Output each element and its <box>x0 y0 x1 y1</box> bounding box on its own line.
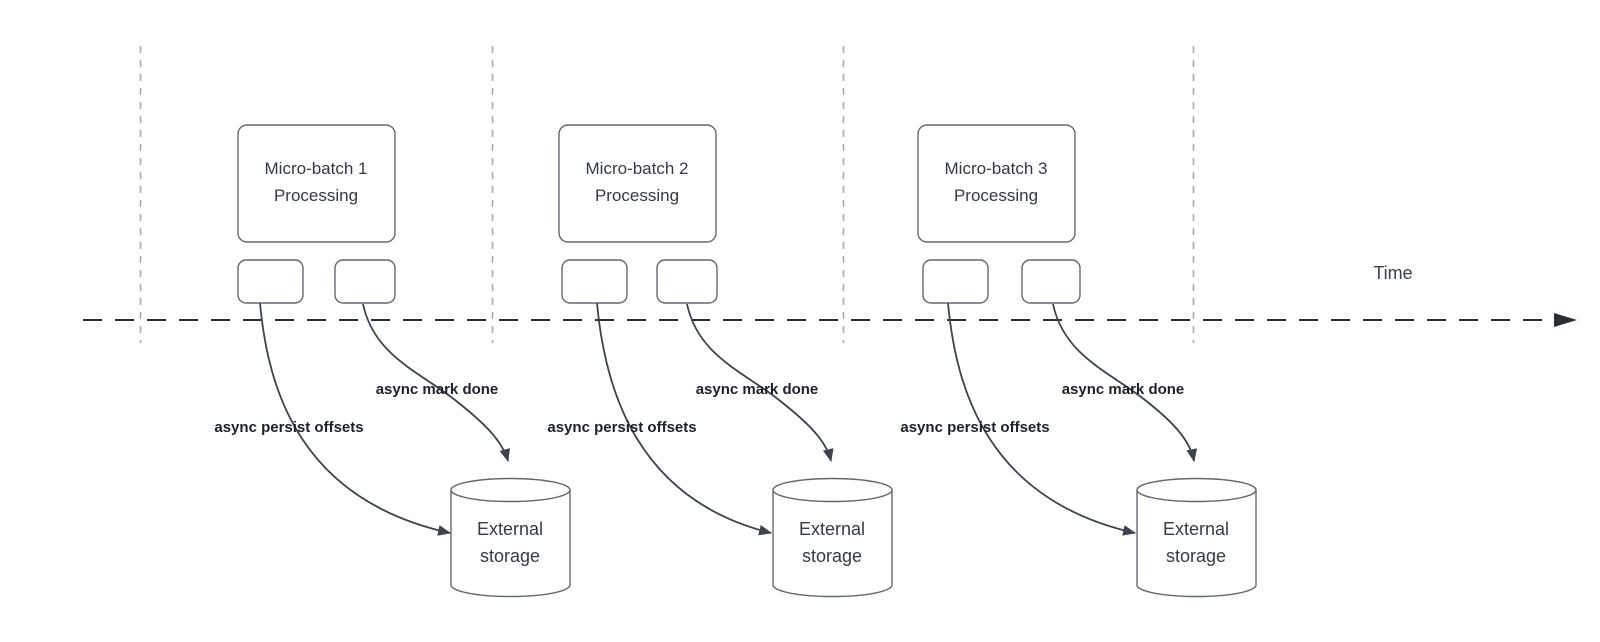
external-storage-cylinder-1: External storage <box>450 477 571 598</box>
micro-batch-group-3: Micro-batch 3 Processing async persist o… <box>900 124 1257 598</box>
micro-batch-1-title-line1: Micro-batch 1 <box>265 159 368 178</box>
micro-batch-2-title-line2: Processing <box>595 186 679 205</box>
mark-done-task-box-2 <box>656 259 718 304</box>
external-storage-label-2-line1: External <box>799 519 865 539</box>
persist-offsets-label-2: async persist offsets <box>547 419 696 436</box>
micro-batch-3-title-line2: Processing <box>954 186 1038 205</box>
micro-batch-group-1: Micro-batch 1 Processing async persist o… <box>214 124 571 598</box>
external-storage-cylinder-2: External storage <box>772 477 893 598</box>
mark-done-label-3: async mark done <box>1062 381 1185 398</box>
persist-offsets-arrow-2 <box>596 302 773 536</box>
micro-batch-3-title-line1: Micro-batch 3 <box>945 159 1048 178</box>
micro-batch-1-box <box>237 124 396 243</box>
external-storage-label-2-line2: storage <box>802 546 862 566</box>
persist-offsets-arrow-3 <box>947 302 1137 536</box>
persist-offsets-label-3: async persist offsets <box>900 419 1049 436</box>
mark-done-task-box-3 <box>1021 259 1081 304</box>
mark-done-arrow-2 <box>686 303 834 463</box>
micro-batch-2-box <box>558 124 717 243</box>
time-axis-arrowhead-icon <box>1554 313 1577 327</box>
mark-done-label-2: async mark done <box>696 381 819 398</box>
micro-batch-group-2: Micro-batch 2 Processing async persist o… <box>547 124 893 598</box>
persist-task-box-3 <box>922 259 989 304</box>
mark-done-label-1: async mark done <box>376 381 499 398</box>
external-storage-label-3-line2: storage <box>1166 546 1226 566</box>
external-storage-cylinder-3: External storage <box>1136 477 1257 598</box>
mark-done-arrow-1 <box>362 303 510 463</box>
mark-done-task-box-1 <box>334 259 396 304</box>
external-storage-label-3-line1: External <box>1163 519 1229 539</box>
micro-batch-1-title-line2: Processing <box>274 186 358 205</box>
time-axis-label: Time <box>1373 263 1412 283</box>
external-storage-label-1-line1: External <box>477 519 543 539</box>
persist-task-box-1 <box>237 259 304 304</box>
mark-done-arrow-3 <box>1052 303 1198 463</box>
micro-batch-3-box <box>917 124 1076 243</box>
micro-batch-2-title-line1: Micro-batch 2 <box>586 159 689 178</box>
persist-task-box-2 <box>561 259 628 304</box>
persist-offsets-label-1: async persist offsets <box>214 419 363 436</box>
persist-offsets-arrow-1 <box>259 302 452 536</box>
external-storage-label-1-line2: storage <box>480 546 540 566</box>
